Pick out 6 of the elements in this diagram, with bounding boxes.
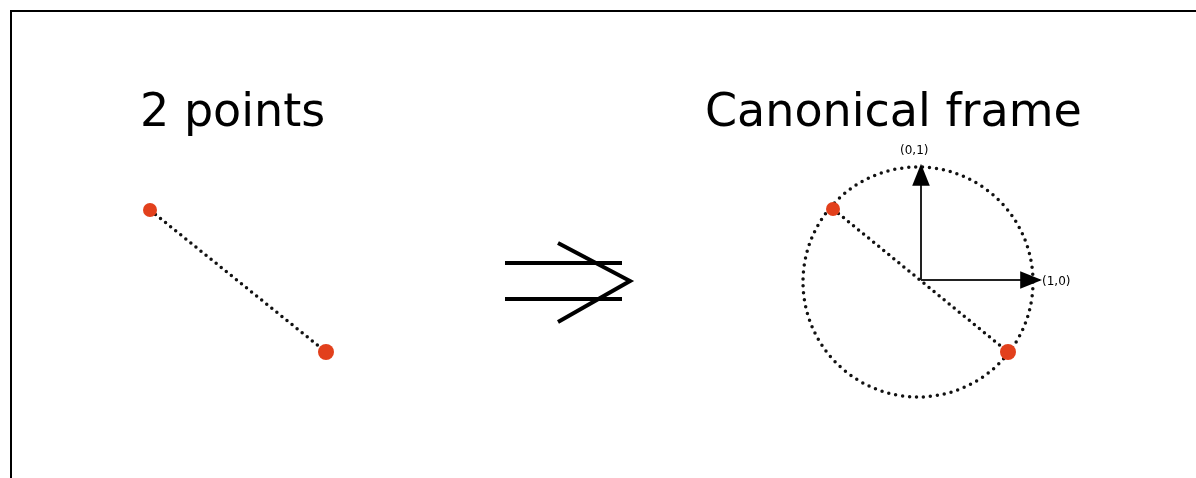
panel-title: Canonical frame [705,82,1082,139]
dotted-line [153,212,322,349]
panel-title: 2 points [140,82,326,139]
axis-label: (1,0) [1042,274,1071,288]
dotted-line [836,211,1004,349]
axis-label: (0,1) [900,143,929,157]
